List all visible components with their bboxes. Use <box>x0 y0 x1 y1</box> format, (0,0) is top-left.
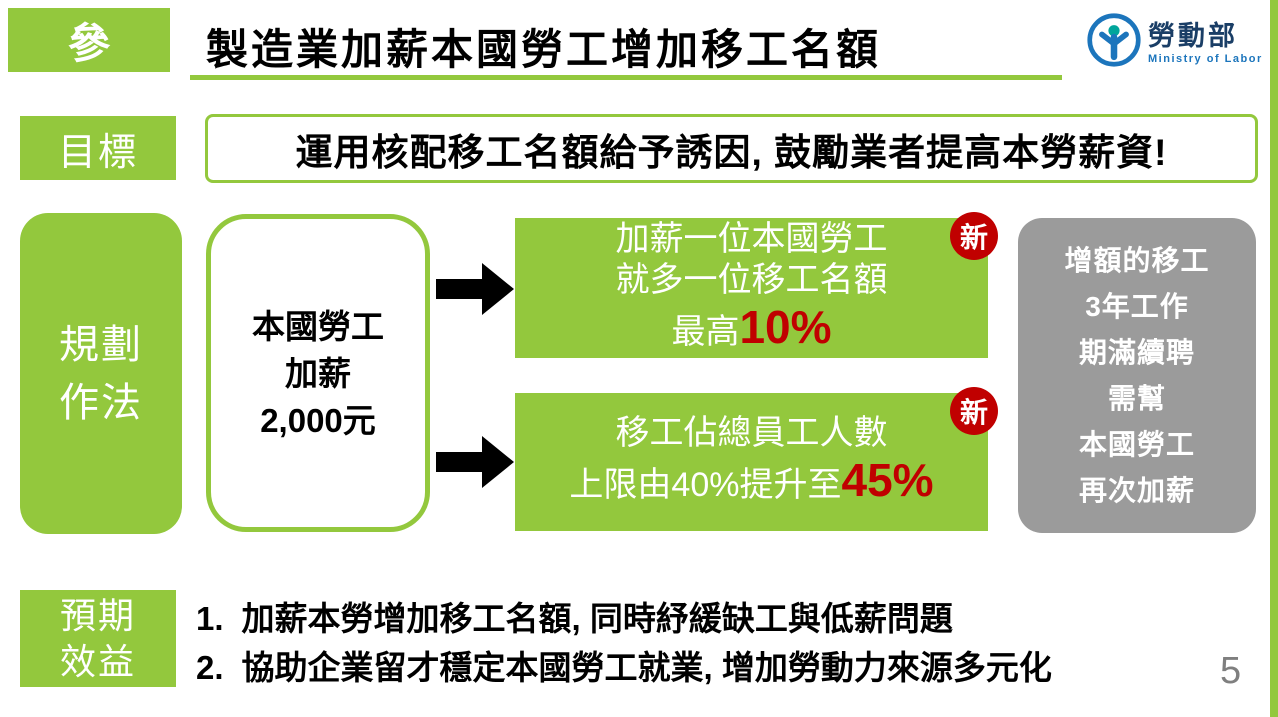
measure-line: 上限由40%提升至 45% <box>569 454 933 511</box>
plan-label-line: 作法 <box>59 380 143 425</box>
ministry-of-labor-logo: 勞動部 Ministry of Labor <box>1086 12 1263 73</box>
source-line: 本國勞工 <box>252 307 384 345</box>
benefit-item: 2. 協助企業留才穩定本國勞工就業, 增加勞動力來源多元化 <box>196 643 1052 692</box>
ministry-logo-icon <box>1086 12 1142 73</box>
benefit-item-number: 2. <box>196 649 224 686</box>
goal-text: 運用核配移工名額給予誘因, 鼓勵業者提高本勞薪資! <box>295 131 1168 173</box>
benefit-list: 1. 加薪本勞增加移工名額, 同時紓緩缺工與低薪問題 2. 協助企業留才穩定本國… <box>196 594 1052 692</box>
side-note-line: 再次加薪 <box>1078 474 1195 506</box>
side-note-box: 增額的移工 3年工作 期滿續聘 需幫 本國勞工 再次加薪 <box>1018 218 1256 533</box>
source-line: 2,000元 <box>260 401 376 439</box>
highlight-percentage: 10% <box>739 300 832 353</box>
right-edge-strip <box>1270 0 1278 717</box>
benefit-item-text: 協助企業留才穩定本國勞工就業, 增加勞動力來源多元化 <box>241 649 1052 686</box>
measure-line: 加薪一位本國勞工 <box>615 219 888 258</box>
measure-line-prefix: 最高 <box>671 312 740 351</box>
plan-label: 規劃 作法 <box>20 213 182 534</box>
measure-line: 就多一位移工名額 <box>615 260 888 299</box>
section-badge: 參 <box>8 8 170 72</box>
side-note-line: 3年工作 <box>1085 290 1189 322</box>
page-number: 5 <box>1220 650 1242 692</box>
plan-label-line: 規劃 <box>59 322 143 367</box>
benefit-item-text: 加薪本勞增加移工名額, 同時紓緩缺工與低薪問題 <box>241 600 953 637</box>
new-badge: 新 <box>950 212 998 260</box>
logo-name-zh: 勞動部 <box>1148 20 1238 51</box>
benefit-label-line: 預期 <box>59 594 136 636</box>
arrow-right-icon <box>436 263 514 315</box>
goal-label: 目標 <box>20 116 176 180</box>
arrow-right-icon <box>436 436 514 488</box>
highlight-percentage: 45% <box>841 454 934 506</box>
logo-name-en: Ministry of Labor <box>1148 52 1263 65</box>
side-note-line: 需幫 <box>1107 382 1166 414</box>
measure-line: 最高 10% <box>671 301 831 358</box>
page-title: 製造業加薪本國勞工增加移工名額 <box>206 26 882 73</box>
side-note-line: 增額的移工 <box>1064 244 1210 276</box>
measure-box-ratio: 新 移工佔總員工人數 上限由40%提升至 45% <box>515 387 998 531</box>
side-note-line: 本國勞工 <box>1078 428 1195 460</box>
measure-line-prefix: 上限由40%提升至 <box>569 466 842 504</box>
benefit-item-number: 1. <box>196 600 224 637</box>
new-badge: 新 <box>950 387 998 435</box>
side-note-line: 期滿續聘 <box>1078 336 1195 368</box>
benefit-item: 1. 加薪本勞增加移工名額, 同時紓緩缺工與低薪問題 <box>196 594 1052 643</box>
source-condition-box: 本國勞工 加薪 2,000元 <box>206 214 430 532</box>
benefit-label-line: 效益 <box>59 640 136 682</box>
benefit-label: 預期 效益 <box>20 590 176 687</box>
source-line: 加薪 <box>285 354 351 392</box>
goal-box: 運用核配移工名額給予誘因, 鼓勵業者提高本勞薪資! <box>205 114 1258 183</box>
title-underline <box>190 75 1062 80</box>
measure-line: 移工佔總員工人數 <box>615 414 888 452</box>
measure-box-quota: 新 加薪一位本國勞工 就多一位移工名額 最高 10% <box>515 212 998 358</box>
logo-text: 勞動部 Ministry of Labor <box>1148 21 1263 65</box>
